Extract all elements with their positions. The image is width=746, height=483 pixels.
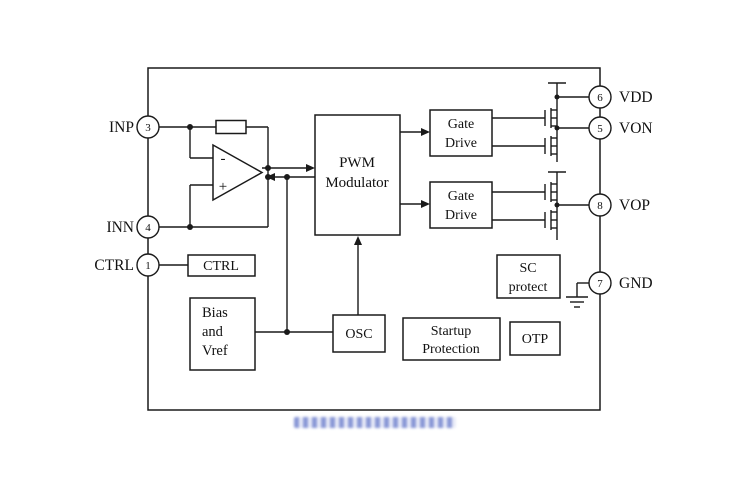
pin-vdd-number: 6 bbox=[597, 92, 603, 104]
signal-wires bbox=[158, 126, 422, 333]
pin-gnd-number: 7 bbox=[597, 278, 603, 290]
feedback-resistor bbox=[215, 119, 247, 135]
startup-protection-block: Startup Protection bbox=[402, 317, 501, 361]
opamp-minus-sign: - bbox=[221, 151, 226, 167]
pin-inp-label: INP bbox=[109, 119, 134, 136]
pin-vop-label: VOP bbox=[619, 197, 650, 214]
opamp-plus-sign: + bbox=[219, 179, 227, 195]
pin-gnd-label: GND bbox=[619, 275, 653, 292]
pin-ctrl-label: CTRL bbox=[94, 257, 134, 274]
pwm-label-line2: Modulator bbox=[325, 175, 388, 191]
pin-vop: 8 bbox=[588, 193, 612, 217]
gate-drive-bottom-line1: Gate bbox=[448, 189, 474, 204]
startup-line2: Protection bbox=[422, 342, 480, 357]
pin-vdd: 6 bbox=[588, 85, 612, 109]
ctrl-block-label: CTRL bbox=[203, 259, 239, 274]
otp-label: OTP bbox=[522, 332, 549, 347]
bias-line2: and bbox=[202, 324, 224, 340]
gate-drive-top-block: Gate Drive bbox=[429, 109, 493, 157]
pin-inn: 4 bbox=[136, 215, 160, 239]
startup-line1: Startup bbox=[431, 324, 471, 339]
mosfet-bottom-low-icon bbox=[492, 210, 557, 230]
ground-symbol-icon bbox=[566, 282, 590, 308]
pin-von-label: VON bbox=[619, 120, 653, 137]
ctrl-block: CTRL bbox=[187, 254, 256, 277]
pin-inp: 3 bbox=[136, 115, 160, 139]
pin-ctrl: 1 bbox=[136, 253, 160, 277]
arrow-pwm-to-gatedrive-bottom bbox=[421, 200, 430, 208]
junction-dots bbox=[187, 94, 560, 335]
sc-protect-line2: protect bbox=[509, 280, 548, 295]
sc-protect-block: SC protect bbox=[496, 254, 561, 299]
mosfet-top-low-icon bbox=[492, 136, 557, 156]
pin-gnd: 7 bbox=[588, 271, 612, 295]
pin-inp-number: 3 bbox=[145, 122, 151, 134]
pin-inn-number: 4 bbox=[145, 222, 151, 234]
gate-drive-top-line2: Drive bbox=[445, 136, 477, 151]
arrow-pwm-to-gatedrive-top bbox=[421, 128, 430, 136]
pwm-label-line1: PWM bbox=[339, 155, 375, 171]
opamp-symbol: - + bbox=[212, 143, 264, 202]
otp-block: OTP bbox=[509, 321, 561, 356]
bias-line1: Bias bbox=[202, 305, 228, 321]
pin-ctrl-number: 1 bbox=[145, 260, 151, 272]
sc-protect-line1: SC bbox=[519, 261, 536, 276]
pin-vdd-label: VDD bbox=[619, 89, 653, 106]
arrowheads bbox=[266, 128, 430, 245]
bias-vref-block: Bias and Vref bbox=[189, 297, 256, 371]
pwm-modulator-block: PWM Modulator bbox=[314, 114, 401, 236]
pin-vop-number: 8 bbox=[597, 200, 603, 212]
gate-drive-top-line1: Gate bbox=[448, 117, 474, 132]
arrow-osc-to-pwm bbox=[354, 236, 362, 245]
arrow-opamp-to-pwm bbox=[306, 164, 315, 172]
pin-inn-label: INN bbox=[106, 219, 134, 236]
mosfet-bottom-high-icon bbox=[492, 182, 557, 202]
gate-drive-bottom-block: Gate Drive bbox=[429, 181, 493, 229]
pin-von-number: 5 bbox=[597, 123, 603, 135]
pin-von: 5 bbox=[588, 116, 612, 140]
osc-label: OSC bbox=[345, 327, 372, 342]
figure-caption-smudge bbox=[294, 417, 456, 428]
osc-block: OSC bbox=[332, 314, 386, 353]
gate-drive-bottom-line2: Drive bbox=[445, 208, 477, 223]
bias-line3: Vref bbox=[202, 343, 228, 359]
